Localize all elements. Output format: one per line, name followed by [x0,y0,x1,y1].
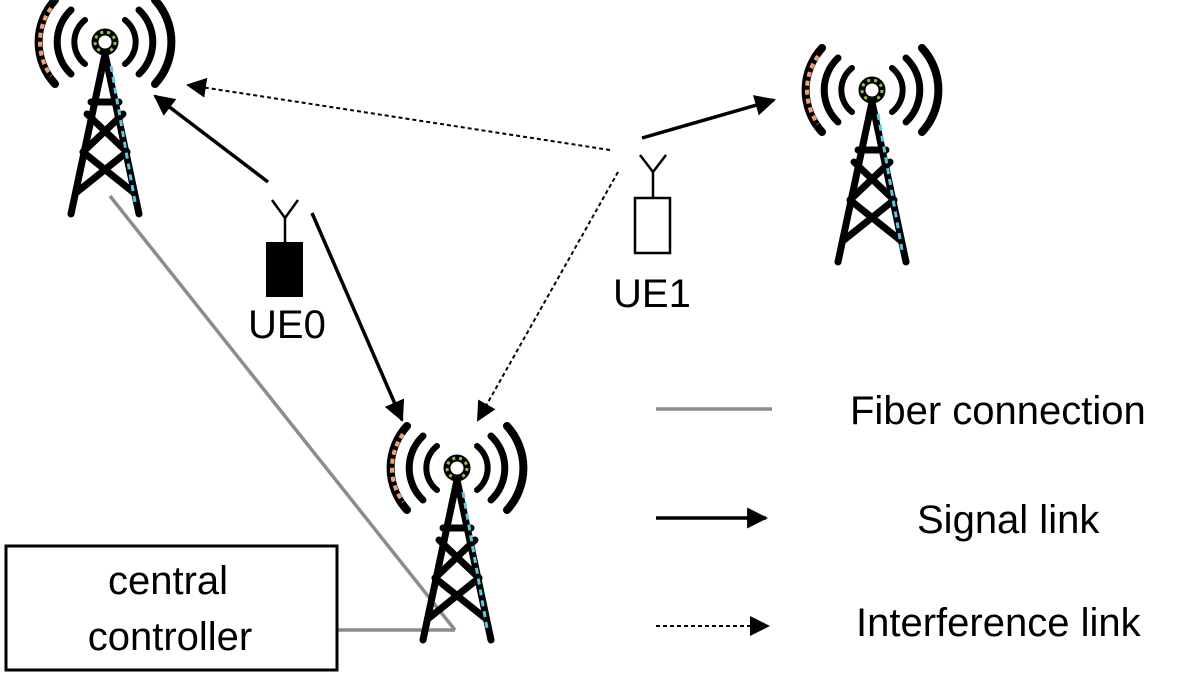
tower-top-left-icon [39,0,172,214]
signal-link-ue1-to-tower-right [641,95,777,140]
legend-signal-label: Signal link [917,498,1100,542]
ue0-antenna-icon [270,199,300,243]
legend-fiber-label: Fiber connection [850,389,1146,433]
ue1-antenna-icon [639,154,667,198]
ue1-phone-icon [633,196,672,255]
signal-link-ue0-to-bs-bottom [310,212,405,422]
tower-bottom-center-icon [391,426,524,640]
tower-top-right-icon [806,48,939,262]
interference-link-ue1-to-bs-bottom [477,171,619,422]
ue0-label: UE0 [248,303,326,347]
interference-link-ue1-to-tower-left [186,77,611,151]
central-controller-box: central controller [4,544,339,672]
ue1-label: UE1 [613,272,691,316]
legend-interference-label: Interference link [856,601,1142,645]
signal-link-ue0-to-tower-left [153,94,270,184]
ue0-device: UE0 [248,199,326,347]
controller-label-line1: central [108,559,228,603]
ue1-device: UE1 [613,154,691,316]
controller-label-line2: controller [88,615,253,659]
fiber-line-tower-to-bs [108,194,457,632]
ue0-phone-icon [266,242,303,297]
legend: Fiber connection Signal link Interferenc… [656,389,1146,645]
